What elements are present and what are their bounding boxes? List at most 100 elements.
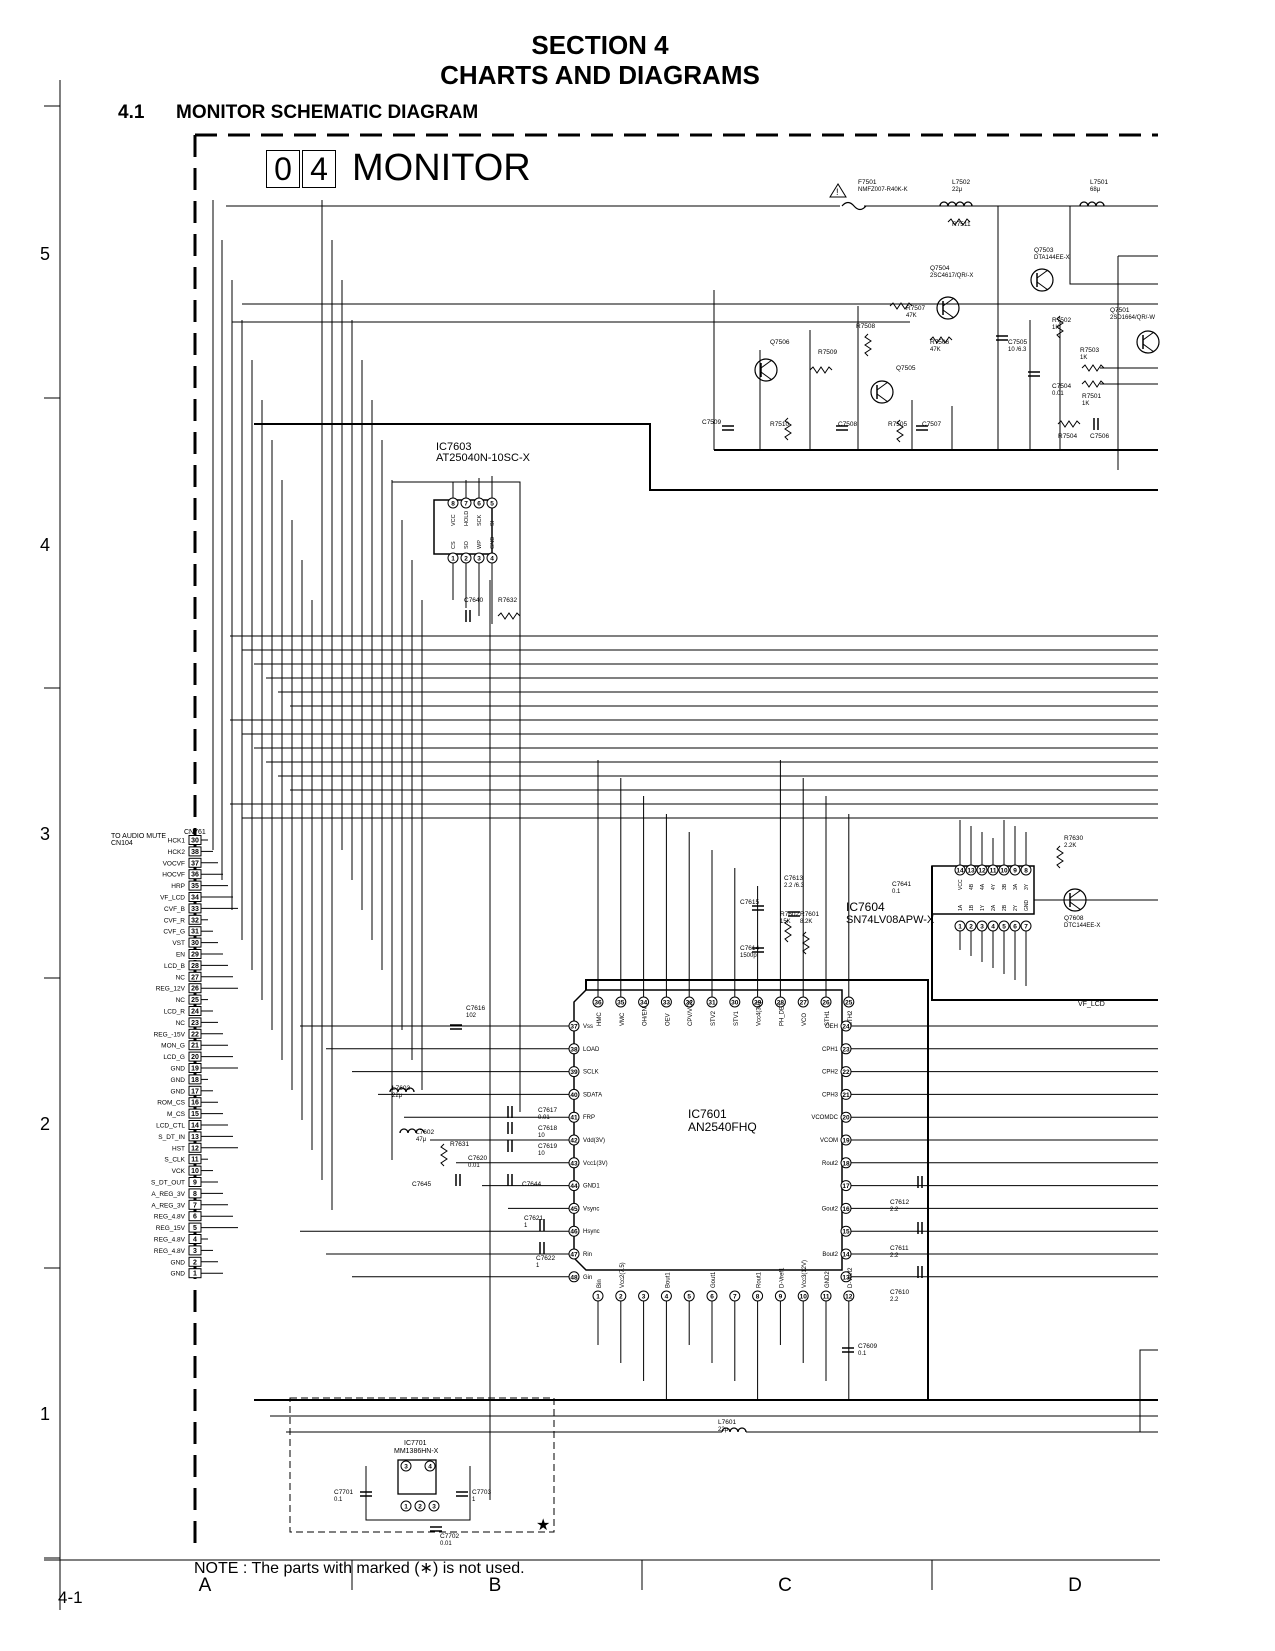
ic7601-pin-label: SCLK <box>583 1070 599 1076</box>
ic7603-part: AT25040N-10SC-X <box>436 452 531 464</box>
component-value: 2.2 <box>890 1297 899 1303</box>
pin-group: 30HCK138HCK237VOCVF36HOCVF35HRP34VF_LCD3… <box>151 497 1032 1512</box>
component-value: 1 <box>472 1497 476 1503</box>
resistor-r7502 <box>1056 315 1064 339</box>
ic7601-pin-label: Rout2 <box>822 1161 839 1167</box>
pin-number: 9 <box>1013 868 1017 875</box>
pin-number: 45 <box>570 1206 578 1213</box>
resistor-r7632 <box>497 612 521 620</box>
ic7601-pin <box>615 996 627 1008</box>
transistor-q7505 <box>870 380 894 404</box>
ic7701-part: MM1386HN-X <box>394 1448 439 1455</box>
component-value: 1K <box>1080 355 1087 361</box>
connector-pin-number: 15 <box>191 1111 199 1118</box>
connector-pin-number: 3 <box>193 1248 197 1255</box>
page-frame <box>44 80 1160 1610</box>
ic7601-pin <box>774 996 786 1008</box>
wire <box>1139 1349 1158 1432</box>
connector-pin-number: 11 <box>191 1157 199 1164</box>
component-value: 0.01 <box>440 1541 452 1547</box>
connector-pin-box <box>188 1074 202 1085</box>
grid-row-5: 5 <box>40 244 51 264</box>
ic7604-pin <box>954 920 966 932</box>
resistor-r7501 <box>1081 380 1105 388</box>
connector-pin-box <box>188 1165 202 1176</box>
connector-pin-number: 28 <box>191 963 199 970</box>
component-ref: C7505 <box>1008 339 1028 346</box>
component-ref: R7630 <box>1064 835 1084 842</box>
ic7601-pin <box>840 1111 852 1123</box>
pin-number: 16 <box>842 1206 850 1213</box>
pin-number: 2 <box>418 1504 422 1511</box>
connector-pin-number: 22 <box>191 1031 199 1038</box>
ic7603-pin <box>486 552 498 564</box>
connector-pin-box <box>188 1131 202 1142</box>
connector-pin-number: 16 <box>191 1100 199 1107</box>
pin-number: 37 <box>570 1024 578 1031</box>
pin-number: 7 <box>1024 924 1028 931</box>
component-value: 10 /6.3 <box>1008 347 1027 353</box>
component-ref: R7602 <box>780 911 800 918</box>
board-code-digit: 0 <box>266 150 300 188</box>
pin-number: 27 <box>800 1000 808 1007</box>
ic7601-pin <box>683 1290 695 1302</box>
pin-number: 1 <box>451 556 455 563</box>
component-value: DTA144EE-X <box>1034 255 1070 261</box>
wire <box>365 1466 471 1521</box>
component-value: 22μ <box>952 187 963 193</box>
ic7601-pin <box>820 996 832 1008</box>
connector-pin-box <box>188 1211 202 1222</box>
transistor-q7504-collector <box>942 297 955 307</box>
component-value: DTC144EE-X <box>1064 923 1100 929</box>
ic7701-pin <box>424 1460 436 1472</box>
component-ref: C7506 <box>1090 433 1110 440</box>
component-ref: R7503 <box>1080 347 1100 354</box>
pin-number: 12 <box>845 1294 853 1301</box>
ic7601-pin <box>568 1271 580 1283</box>
ic7601-pin <box>706 1290 718 1302</box>
page-number: 4-1 <box>58 1588 83 1607</box>
ic7604-pin <box>976 864 988 876</box>
ic7601-pin-label: OEV <box>665 1013 671 1026</box>
svg-text:!: ! <box>836 187 839 197</box>
ic7604-pin <box>965 920 977 932</box>
grid-row-4: 4 <box>40 535 51 555</box>
ic7604-pin-label: 3B <box>1002 883 1008 890</box>
ic7701-pin <box>428 1500 440 1512</box>
component-ref: C7622 <box>536 1255 556 1262</box>
ic7601-pin-label: GND2 <box>825 1271 831 1288</box>
component-value: 68μ <box>1090 187 1101 193</box>
connector-pin-label: HCK2 <box>168 849 186 856</box>
transistor-q7506-emitter <box>760 371 773 381</box>
ic7604-part: SN74LV08APW-X <box>846 914 935 926</box>
ic7701-pin <box>400 1500 412 1512</box>
component-value: 0.01 <box>1052 391 1064 397</box>
ic7604-pin <box>965 864 977 876</box>
ic7601-pin <box>752 996 764 1008</box>
connector-pin-label: GND <box>171 1271 186 1278</box>
component-ref: R7510 <box>770 421 790 428</box>
component-value: 0.1 <box>858 1351 867 1357</box>
component-ref: C7507 <box>922 421 942 428</box>
connector-pin-box <box>188 960 202 971</box>
connector-pin-number: 27 <box>191 974 199 981</box>
connector-pin-box <box>188 1028 202 1039</box>
pin-number: 8 <box>756 1294 760 1301</box>
connector-pin-label: EN <box>176 952 185 959</box>
transistor-q7501-emitter <box>1142 343 1155 353</box>
resistor-r7602 <box>784 919 792 943</box>
resistor-r7503 <box>1081 364 1105 372</box>
connector-pin-number: 35 <box>191 883 199 890</box>
connector-pin-box <box>188 1177 202 1187</box>
pin-number: 32 <box>686 1000 694 1007</box>
resistor-r7630 <box>1056 845 1064 869</box>
pin-number: 4 <box>428 1464 432 1471</box>
ic7601-pin <box>568 1248 580 1260</box>
ic7603-pin <box>473 497 485 509</box>
ic7603-pin-label: WP <box>477 540 483 549</box>
connector-pin-box <box>188 1222 202 1233</box>
ic7601-pin <box>840 1248 852 1260</box>
connector-pin-box <box>188 949 202 959</box>
connector-pin-number: 36 <box>191 872 199 879</box>
